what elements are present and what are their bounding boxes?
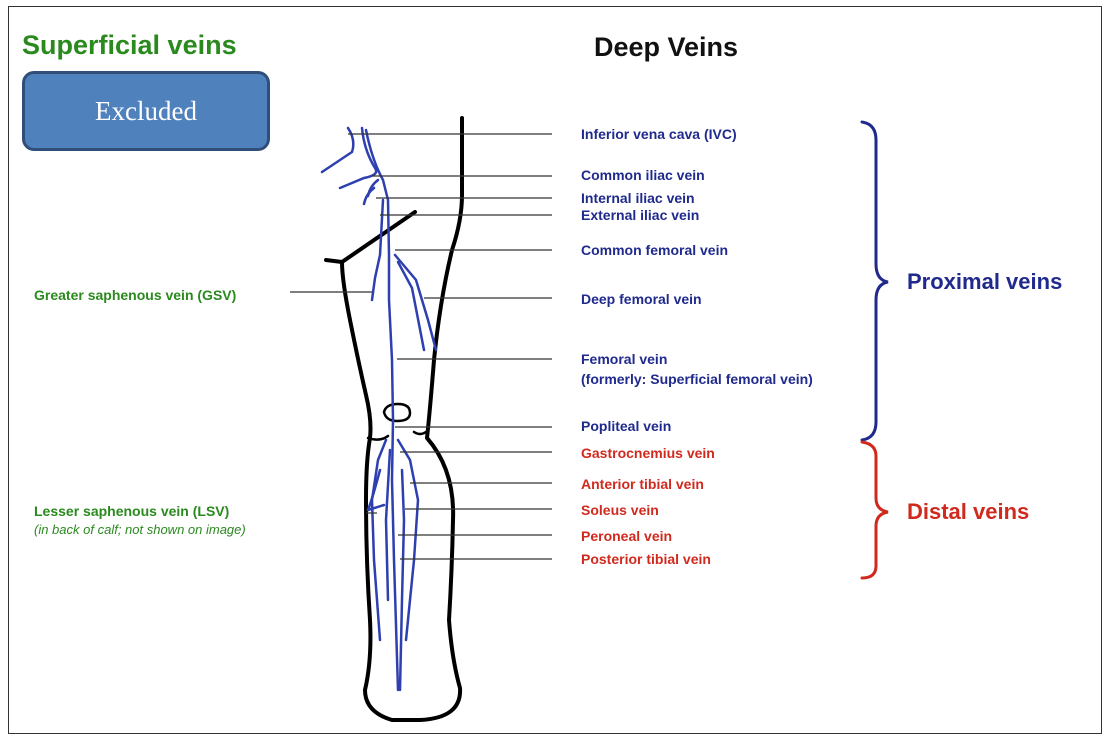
femoral-label: Femoral vein: [581, 351, 667, 368]
common-iliac-label: Common iliac vein: [581, 167, 705, 184]
gastrocnemius-label: Gastrocnemius vein: [581, 445, 715, 462]
distal-brace: [862, 442, 888, 578]
lsv-label: Lesser saphenous vein (LSV): [34, 503, 229, 520]
anterior-tibial-label: Anterior tibial vein: [581, 476, 704, 493]
excluded-label-box: Excluded: [22, 71, 270, 151]
superficial-veins-heading: Superficial veins: [22, 30, 237, 61]
external-iliac-label: External iliac vein: [581, 207, 699, 224]
proximal-brace: [862, 122, 888, 440]
proximal-veins-label: Proximal veins: [907, 269, 1062, 295]
peroneal-label: Peroneal vein: [581, 528, 672, 545]
deep-femoral-label: Deep femoral vein: [581, 291, 702, 308]
popliteal-label: Popliteal vein: [581, 418, 671, 435]
excluded-label: Excluded: [95, 96, 197, 127]
common-femoral-label: Common femoral vein: [581, 242, 728, 259]
lsv-note: (in back of calf; not shown on image): [34, 522, 246, 537]
ivc-label: Inferior vena cava (IVC): [581, 126, 737, 143]
distal-veins-label: Distal veins: [907, 499, 1029, 525]
femoral-formerly-label: (formerly: Superficial femoral vein): [581, 371, 813, 388]
posterior-tibial-label: Posterior tibial vein: [581, 551, 711, 568]
leader-lines: [290, 134, 552, 559]
vein-network: [322, 128, 436, 690]
soleus-label: Soleus vein: [581, 502, 659, 519]
deep-veins-heading: Deep Veins: [594, 32, 738, 63]
gsv-label: Greater saphenous vein (GSV): [34, 287, 236, 304]
internal-iliac-label: Internal iliac vein: [581, 190, 695, 207]
